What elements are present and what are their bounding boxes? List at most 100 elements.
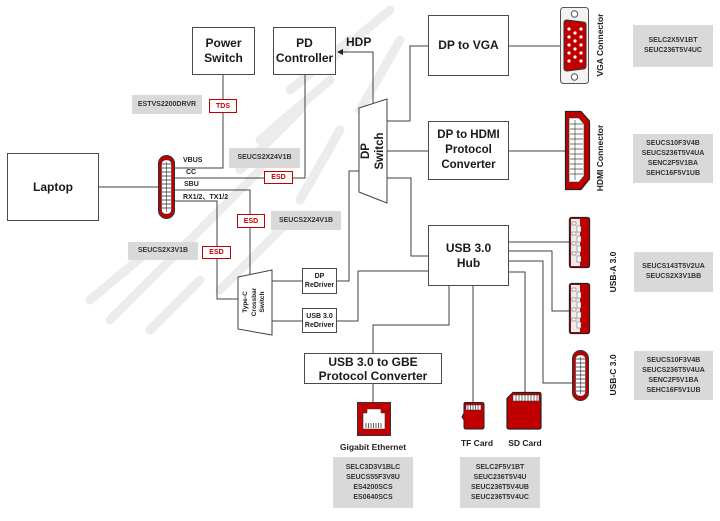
signal-vbus: VBUS (183, 157, 203, 164)
gbe-converter-line2: Protocol Converter (318, 368, 428, 383)
laptop-label: Laptop (33, 179, 73, 194)
usb-c-label: USB-C 3.0 (608, 354, 618, 396)
part-number: SEUCS143T5V2UA (642, 263, 705, 270)
hdp-label: HDP (346, 35, 372, 49)
dp-switch-line1: DP (360, 143, 372, 159)
part-number: ES0640SCS (353, 493, 393, 501)
dp-to-hdmi-block: DP to HDMI Protocol Converter (428, 121, 509, 180)
part-number: SEUCS10F3V4B (646, 139, 700, 147)
laptop-block: Laptop (7, 153, 99, 221)
power-switch-line1: Power (205, 36, 242, 50)
usb-a-port-icon-1 (568, 216, 591, 269)
vga-connector-icon (560, 7, 589, 84)
part-label-usb-c: SEUCS10F3V4B SEUCS236T5V4UA SENC2F5V1BA … (634, 351, 713, 400)
part-number: SELC2F5V1BT (475, 463, 525, 471)
wire-hdp (337, 49, 374, 103)
part-number: SEUCS2X3V1B (137, 247, 189, 254)
dp-switch-shape (358, 98, 388, 204)
signal-cc: CC (186, 169, 197, 176)
part-label-esd-rx: SEUCS2X3V1B (128, 242, 198, 260)
dp-redriver-line1: DP (314, 273, 325, 280)
part-label-esd-sbu: SEUCS2X24V1B (271, 211, 341, 230)
gbe-converter-block: USB 3.0 to GBE Protocol Converter (304, 353, 442, 384)
wire-cc (175, 75, 306, 179)
sd-card-label: SD Card (508, 438, 542, 448)
wire-hub-sd (509, 271, 526, 392)
wire-hub-usbc (509, 260, 572, 384)
dp-switch-line2: Switch (374, 132, 386, 170)
part-number: ES4200SCS (353, 483, 393, 491)
part-number: SEUCS10F3V4B (646, 356, 701, 364)
part-label-vga: SELC2X5V1BT SEUC236T5V4UC (633, 25, 713, 67)
esd-device-cc: ESD (264, 171, 293, 184)
dp-redriver-line2: ReDriver (304, 282, 335, 289)
tf-card-label: TF Card (460, 438, 494, 448)
part-number: SEUC236T5V4UB (471, 483, 529, 491)
crossbar-switch-shape (237, 269, 273, 336)
usb-a-port-icon-2 (568, 282, 591, 335)
power-switch-line2: Switch (204, 51, 243, 65)
dp-to-hdmi-line3: Converter (441, 159, 496, 171)
esd-device-rx: ESD (202, 246, 231, 259)
dp-to-vga-label: DP to VGA (438, 38, 499, 52)
dp-to-hdmi-line2: Protocol (445, 144, 492, 156)
wire-dp-redriver-dp-switch (337, 170, 359, 282)
part-number: SEUC236T5V4U (473, 473, 527, 481)
esd-device-sbu: ESD (237, 214, 265, 228)
part-number: SENC2F5V1BA (647, 159, 699, 167)
usb-redriver-line1: USB 3.0 (306, 312, 333, 320)
part-number: SEUCS236T5V4UA (642, 366, 705, 374)
pd-controller-block: PD Controller (273, 27, 336, 75)
wire-hub-gbe (372, 286, 450, 353)
part-label-ethernet: SELC3D3V1BLC SEUCS55F3V8U ES4200SCS ES06… (333, 457, 413, 508)
tf-card-icon (461, 402, 485, 430)
part-number: SEUC236T5V4UC (644, 47, 702, 54)
part-number: SELC3D3V1BLC (345, 463, 401, 471)
dp-switch-label: DP Switch (359, 121, 387, 181)
vga-connector-label: VGA Connector (595, 13, 605, 77)
usb-redriver-line2: ReDriver (304, 321, 335, 329)
signal-rx-tx: RX1/2、TX1/2 (183, 194, 229, 201)
wire-hub-usba2 (509, 250, 569, 312)
usb-hub-block: USB 3.0 Hub (428, 225, 509, 286)
part-label-tvs: ESTVS2200DRVR (132, 95, 202, 114)
pd-controller-line1: PD (296, 36, 313, 50)
crossbar-line1: Type-C (242, 291, 250, 313)
ethernet-label: Gigabit Ethernet (339, 442, 407, 452)
usb-hub-line1: USB 3.0 (445, 240, 492, 255)
part-number: SEUCS236T5V4UA (641, 149, 705, 157)
part-number: SEUCS2X24V1B (237, 154, 292, 161)
tds-device: TDS (209, 99, 237, 113)
part-number: SELC2X5V1BT (648, 37, 698, 44)
sd-card-icon (506, 391, 542, 430)
usb-c-port-icon (158, 155, 175, 219)
part-number: ESTVS2200DRVR (137, 100, 197, 108)
part-label-esd-cc: SEUCS2X24V1B (229, 148, 300, 168)
part-number: SEUCS2X3V1BB (645, 273, 702, 280)
wire-dp-switch-vga (387, 45, 428, 122)
power-switch-block: Power Switch (192, 27, 255, 75)
part-label-cards: SELC2F5V1BT SEUC236T5V4U SEUC236T5V4UB S… (460, 457, 540, 508)
part-label-hdmi: SEUCS10F3V4B SEUCS236T5V4UA SENC2F5V1BA … (633, 134, 713, 183)
dp-redriver-block: DP ReDriver (302, 268, 337, 294)
wire-sbu (175, 189, 251, 274)
hdmi-connector-label: HDMI Connector (595, 124, 605, 192)
crossbar-switch-label: Type-C Crossbar Switch (242, 277, 268, 327)
ethernet-port-icon (357, 402, 391, 436)
hdmi-connector-icon (564, 110, 591, 191)
wire-dp-switch-hub (387, 177, 428, 257)
part-number: SENC2F5V1BA (648, 376, 699, 384)
part-label-usb-a: SEUCS143T5V2UA SEUCS2X3V1BB (634, 252, 713, 292)
wire-usb-redriver-hub (337, 270, 428, 322)
usb-a-label: USB-A 3.0 (608, 251, 618, 293)
wire-vbus (175, 75, 224, 169)
part-number: SEHC16F5V1UB (645, 169, 701, 177)
dp-to-vga-block: DP to VGA (428, 15, 509, 76)
crossbar-line3: Switch (259, 291, 267, 313)
part-number: SEUC236T5V4UC (471, 493, 529, 501)
usb-c-port-icon-downstream (572, 350, 589, 401)
pd-controller-line2: Controller (275, 51, 334, 65)
part-number: SEUCS2X24V1B (278, 216, 334, 224)
